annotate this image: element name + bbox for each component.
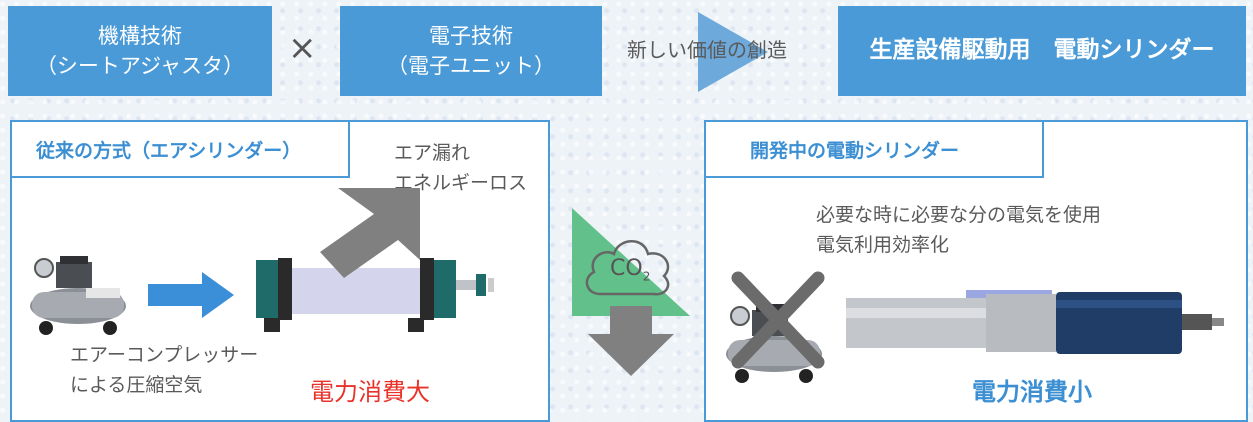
electronic-tech-line1: 電子技術 bbox=[429, 23, 513, 48]
electronic-tech-box: 電子技術 （電子ユニット） bbox=[340, 6, 602, 96]
efficiency-line2: 電気利用効率化 bbox=[816, 234, 950, 257]
result-box: 生産設備駆動用 電動シリンダー bbox=[838, 6, 1246, 96]
mechanism-tech-line2: （シートアジャスタ） bbox=[35, 54, 245, 78]
developing-panel-title: 開発中の電動シリンダー bbox=[704, 120, 1044, 178]
mechanism-tech-line1: 機構技術 bbox=[98, 23, 182, 48]
air-cylinder-image bbox=[256, 258, 494, 332]
multiply-sign: × bbox=[288, 28, 317, 68]
co2-label: CO2 bbox=[610, 256, 650, 283]
power-small-text: 電力消費小 bbox=[972, 378, 1092, 406]
co2-cloud-icon bbox=[585, 240, 670, 296]
mechanism-tech-box: 機構技術 （シートアジャスタ） bbox=[8, 6, 272, 96]
efficiency-line1: 必要な時に必要な分の電気を使用 bbox=[816, 204, 1102, 226]
co2-main-text: CO bbox=[610, 256, 643, 281]
air-leak-line1: エア漏れ bbox=[394, 142, 471, 164]
green-triangle-shape bbox=[572, 208, 690, 316]
conventional-panel-title: 従来の方式（エアシリンダー） bbox=[10, 120, 350, 178]
air-compressor-image bbox=[30, 256, 126, 335]
play-arrow-icon bbox=[698, 12, 768, 92]
result-text: 生産設備駆動用 電動シリンダー bbox=[869, 37, 1215, 64]
compressor-line2: による圧縮空気 bbox=[70, 374, 203, 397]
cross-mark-icon bbox=[731, 271, 825, 369]
new-value-text: 新しい価値の創造 bbox=[627, 38, 787, 62]
compressor-text: エアーコンプレッサー による圧縮空気 bbox=[70, 340, 258, 401]
right-arrow-icon bbox=[148, 272, 234, 318]
diagonal-arrow-icon bbox=[320, 188, 420, 278]
air-leak-line2: エネルギーロス bbox=[394, 172, 528, 195]
compressor-line1: エアーコンプレッサー bbox=[70, 344, 259, 366]
electronic-tech-line2: （電子ユニット） bbox=[387, 54, 555, 78]
power-large-text: 電力消費大 bbox=[310, 378, 430, 406]
electric-cylinder-image bbox=[846, 290, 1224, 354]
co2-subscript: 2 bbox=[642, 269, 651, 284]
efficiency-text: 必要な時に必要な分の電気を使用 電気利用効率化 bbox=[816, 200, 1101, 261]
down-arrow-icon bbox=[588, 306, 674, 376]
air-leak-text: エア漏れ エネルギーロス bbox=[394, 138, 527, 199]
